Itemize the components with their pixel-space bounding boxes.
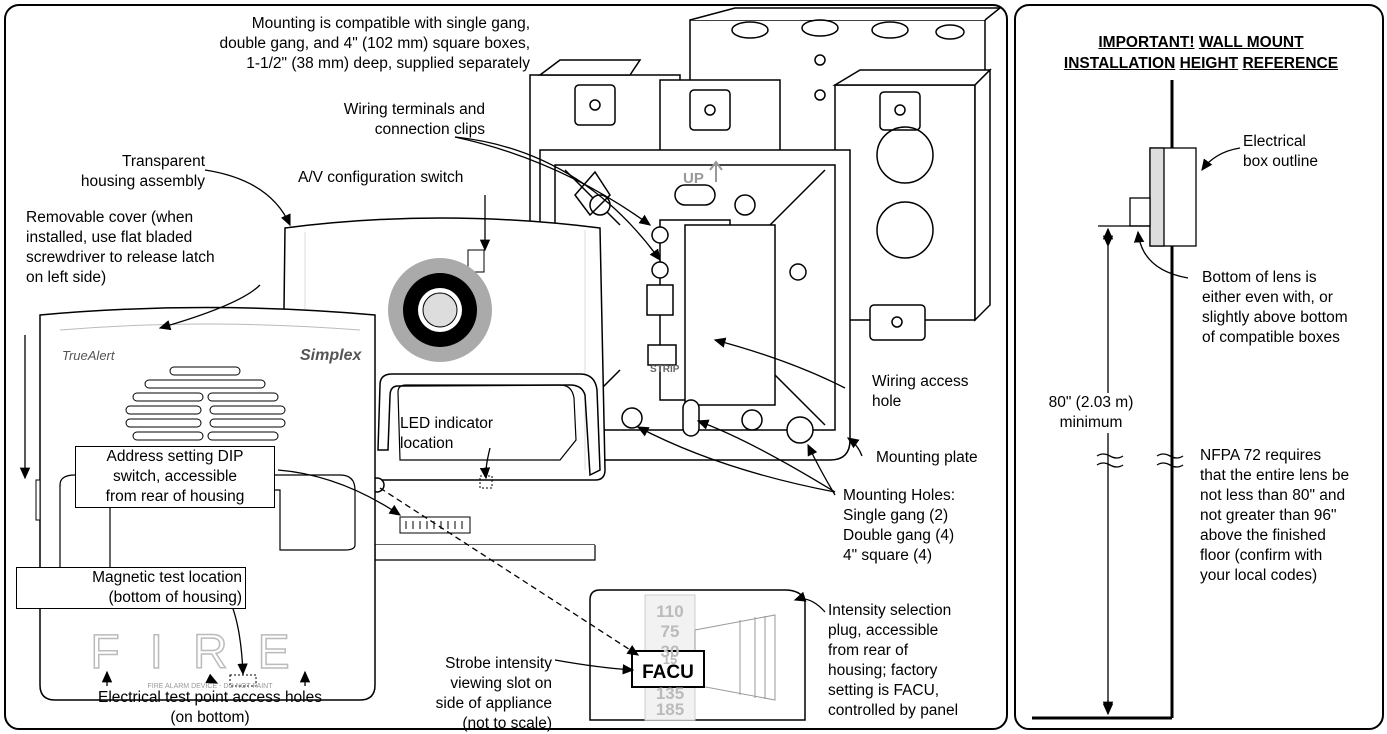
label-minimum-height: 80" (2.03 m) minimum	[1036, 393, 1146, 433]
label-test-point-holes: Electrical test point access holes (on b…	[98, 689, 322, 726]
intensity-value-15: 15	[663, 652, 677, 667]
title-height: HEIGHT	[1179, 55, 1239, 72]
label-mounting-plate: Mounting plate	[876, 449, 978, 466]
label-removable-cover: Removable cover (when installed, use fla…	[26, 209, 215, 286]
mounting-plate	[539, 149, 851, 461]
label-intensity-plug: Intensity selection plug, accessible fro…	[828, 602, 959, 719]
label-address-dip-switch: Address setting DIP switch, accessible f…	[75, 446, 275, 508]
label-nfpa-requirement: NFPA 72 requires that the entire lens be…	[1200, 447, 1350, 584]
brand-truealert: TrueAlert	[62, 348, 116, 363]
label-transparent-housing: Transparent housing assembly	[80, 153, 205, 190]
fine-print: FIRE ALARM DEVICE - DO NOT PAINT	[148, 683, 274, 690]
intensity-value-75: 75	[661, 622, 680, 641]
height-reference-title: IMPORTANT! WALL MOUNT INSTALLATION HEIGH…	[1020, 32, 1382, 74]
label-lens-bottom: Bottom of lens is either even with, or s…	[1202, 269, 1348, 346]
title-installation: INSTALLATION	[1063, 55, 1176, 72]
plate-strip-label: STRIP	[650, 364, 680, 375]
label-av-switch: A/V configuration switch	[298, 169, 464, 186]
leader-lines	[19, 136, 863, 686]
intensity-value-110: 110	[656, 602, 683, 621]
intensity-value-135: 135	[656, 684, 684, 703]
left-panel-frame	[4, 4, 1008, 730]
intensity-value-30: 30	[661, 642, 680, 661]
right-panel-frame	[1014, 4, 1384, 730]
label-mounting-holes: Mounting Holes: Single gang (2) Double g…	[843, 487, 956, 564]
label-electrical-box-outline: Electrical box outline	[1243, 133, 1318, 170]
plate-up-label: UP	[683, 170, 704, 187]
title-wall-mount: WALL MOUNT	[1198, 34, 1304, 51]
intensity-inset	[589, 589, 806, 721]
title-reference: REFERENCE	[1242, 55, 1339, 72]
wall-height-diagram	[1032, 80, 1241, 720]
label-wiring-terminals: Wiring terminals and connection clips	[343, 101, 485, 138]
title-important: IMPORTANT!	[1098, 34, 1195, 51]
fire-text: FIRE	[90, 626, 319, 679]
brand-simplex: Simplex	[300, 347, 362, 364]
intensity-value-185: 185	[656, 700, 684, 719]
strobe-slot-dashed-line	[379, 487, 640, 656]
intensity-value-facu: FACU	[642, 662, 694, 683]
label-strobe-viewing-slot: Strobe intensity viewing slot on side of…	[435, 655, 552, 732]
label-led-indicator: LED indicator location	[400, 415, 494, 452]
label-mounting-compatibility: Mounting is compatible with single gang,…	[219, 15, 530, 72]
label-magnetic-test: Magnetic test location (bottom of housin…	[16, 567, 246, 609]
label-wiring-access-hole: Wiring access hole	[872, 373, 969, 410]
